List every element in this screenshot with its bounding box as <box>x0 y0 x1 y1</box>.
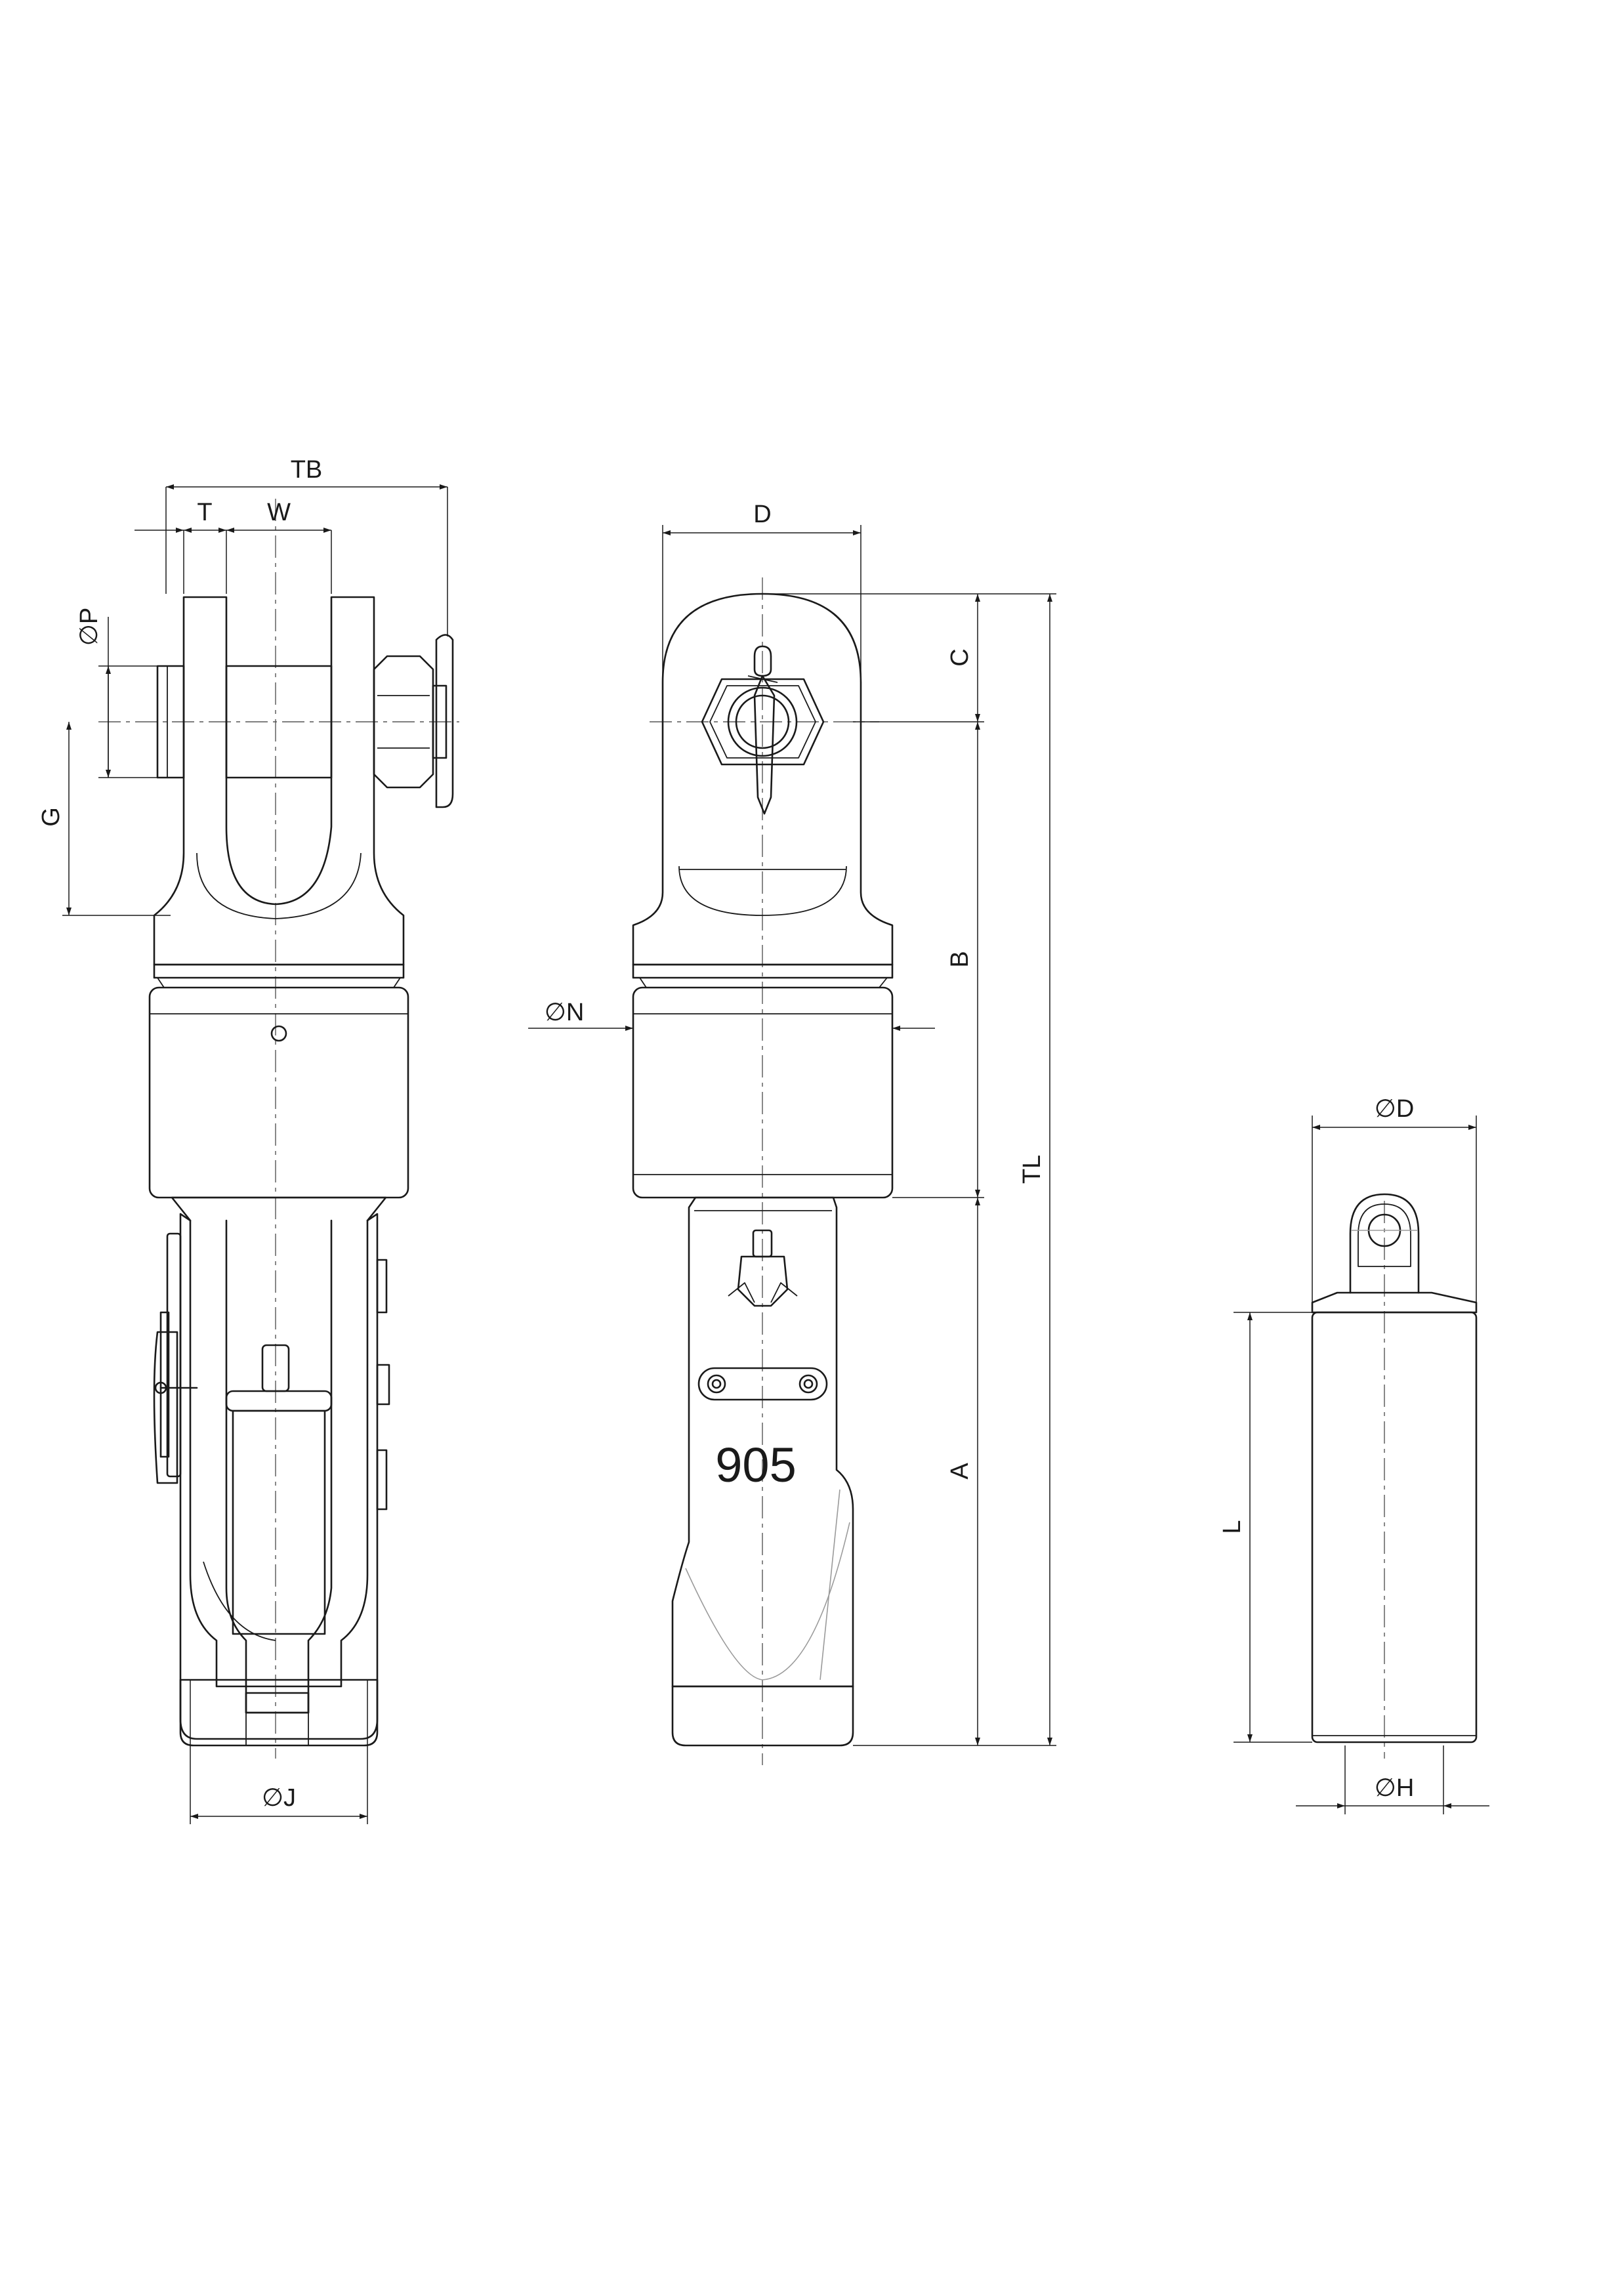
dimension-labels: TB T W ∅P G ∅J D ∅N C B A TL ∅D L ∅H <box>37 456 1414 1812</box>
dim-label-n: ∅N <box>545 999 585 1026</box>
dim-label-b: B <box>946 951 974 967</box>
dim-label-tl: TL <box>1018 1155 1046 1184</box>
dim-label-p: ∅P <box>75 608 103 646</box>
dim-label-d-cylinder: ∅D <box>1375 1095 1415 1123</box>
dim-label-d: D <box>753 501 771 528</box>
cylinder-view <box>1311 1193 1478 1759</box>
dim-label-tb: TB <box>291 456 323 484</box>
side-view <box>98 499 459 1759</box>
dim-label-l: L <box>1218 1520 1246 1534</box>
dim-label-h: ∅H <box>1375 1774 1415 1802</box>
dim-label-t: T <box>197 499 212 526</box>
dim-label-w: W <box>267 499 291 526</box>
dimension-lines <box>62 484 1489 1824</box>
front-view: 905 <box>632 577 894 1765</box>
dim-label-j: ∅J <box>262 1784 296 1812</box>
dim-label-c: C <box>946 648 974 666</box>
dim-label-a: A <box>946 1463 974 1480</box>
dim-label-g: G <box>37 807 65 827</box>
part-marking: 905 <box>715 1438 796 1492</box>
